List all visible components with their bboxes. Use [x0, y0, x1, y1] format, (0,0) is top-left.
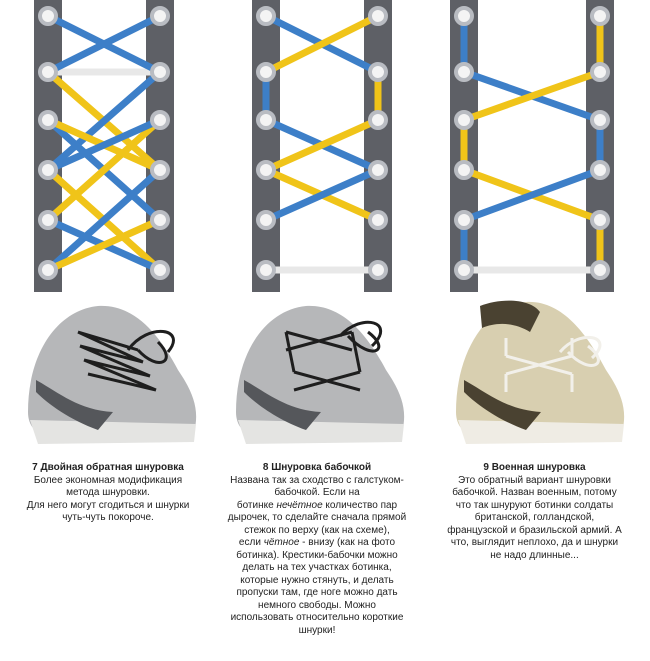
caption-line: Названа так за сходство с галстуком-: [230, 474, 404, 486]
gray-sneaker-photo-icon: [18, 292, 208, 460]
caption-line: французской и бразильской армий. А: [447, 524, 622, 536]
caption-line: использовать относительно короткие: [230, 612, 404, 623]
caption-line: немного свободы. Можно: [258, 599, 376, 611]
caption-line: что так шнуруют ботинки солдаты: [455, 499, 614, 511]
caption-emphasis: нечётное: [276, 499, 323, 511]
lacing-caption: 9 Военная шнуровка Это обратный вариант …: [432, 462, 637, 562]
lacing-title: 7 Двойная обратная шнуровка: [32, 462, 184, 473]
caption-line: ботинке нечётное количество пар: [212, 500, 422, 513]
lacing-method-9: 9 Военная шнуровка Это обратный вариант …: [440, 0, 630, 562]
caption-line: чуть-чуть покороче.: [62, 512, 154, 523]
caption-line: Это обратный вариант шнуровки: [457, 474, 612, 486]
lacing-method-7: 7 Двойная обратная шнуровка Более эконом…: [18, 0, 208, 525]
tan-sneaker-photo-icon: [440, 292, 630, 460]
caption-line: Для него могут сгодиться и шнурки: [26, 499, 190, 511]
caption-line: дырочек, то сделайте сначала прямой: [227, 512, 407, 523]
caption-line: Более экономная модификация: [33, 474, 183, 486]
gray-sneaker-photo-icon: [222, 292, 412, 460]
lacing-title: 9 Военная шнуровка: [483, 462, 586, 473]
caption-line: пропуски там, где ноге можно дать: [236, 587, 398, 598]
caption-line: которые нужно стянуть, и делать: [240, 574, 394, 586]
caption-line: что, выглядит неплохо, да и шнурки: [450, 537, 619, 548]
caption-line: метода шнуровки.: [66, 487, 150, 498]
butterfly-lacing-diagram-icon: [222, 0, 412, 292]
caption-line: делать на тех участках ботинка,: [242, 562, 392, 573]
caption-line: если чётное - внизу (как на фото: [212, 537, 422, 550]
caption-line: шнурки!: [298, 624, 336, 636]
lacing-method-8: 8 Шнуровка бабочкой Названа так за сходс…: [222, 0, 412, 637]
caption-text: количество пар: [322, 499, 398, 511]
lacing-caption: 7 Двойная обратная шнуровка Более эконом…: [8, 462, 208, 525]
military-lacing-diagram-icon: [440, 0, 630, 292]
caption-line: не надо длинные...: [490, 549, 579, 561]
caption-line: британской, голландской,: [474, 512, 595, 523]
lacing-caption: 8 Шнуровка бабочкой Названа так за сходс…: [212, 462, 422, 637]
caption-line: бабочкой. Если на: [274, 487, 360, 498]
caption-text: - внизу (как на фото: [299, 537, 396, 548]
caption-line: бабочкой. Назван военным, потому: [452, 487, 617, 498]
double-reverse-lacing-diagram-icon: [18, 0, 208, 292]
caption-text: если: [238, 537, 264, 548]
caption-line: ботинка). Крестики-бабочки можно: [236, 549, 398, 561]
lacing-title: 8 Шнуровка бабочкой: [262, 462, 372, 473]
caption-line: стежок по верху (как на схеме),: [244, 524, 390, 536]
caption-emphasis: чётное: [263, 537, 300, 548]
caption-text: ботинке: [236, 499, 277, 511]
